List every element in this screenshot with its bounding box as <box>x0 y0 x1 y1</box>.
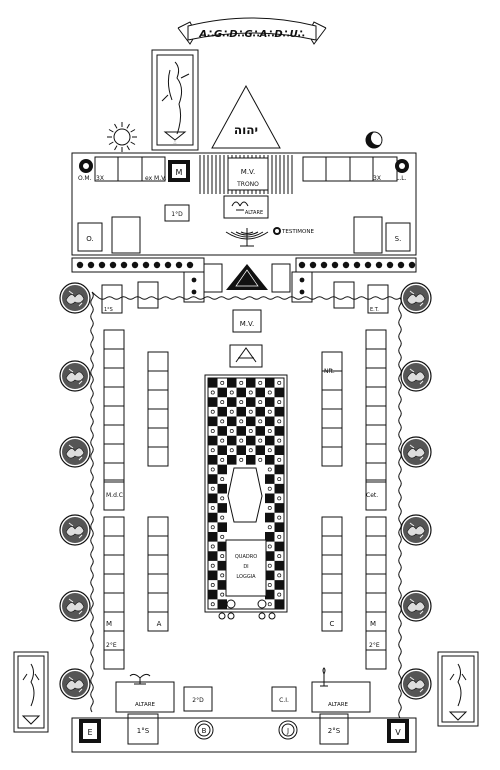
second-deacon-label: 2°D <box>192 697 204 704</box>
banner: A∴G∴D∴G∴A∴D∴U∴ <box>177 17 327 45</box>
left-west-plaque <box>13 651 49 733</box>
corner-e-label: E <box>87 728 92 737</box>
right-upper-label: Nft. <box>324 368 335 375</box>
testimone-label: TESTIMONE <box>281 229 314 235</box>
moon-icon <box>365 131 385 149</box>
secretary-label: S. <box>395 235 402 243</box>
steps <box>71 257 417 303</box>
tracing-board-line1: QUADRO <box>235 554 257 560</box>
second-warden-label: 2°S <box>328 727 341 735</box>
right-west-plaque <box>437 651 479 727</box>
col-a-label: A <box>157 620 162 628</box>
menorah-icon <box>225 228 269 247</box>
tracing-board-line3: LOGGIA <box>236 574 256 580</box>
mv-seat-label: M.V. <box>240 320 254 328</box>
banner-text: A∴G∴D∴G∴A∴D∴U∴ <box>198 29 304 40</box>
throne-abbr: M.V. <box>241 168 255 176</box>
corner-v-label: V <box>395 728 401 737</box>
west-area: ALTARE 1°S 2°D B C.I. J ALTARE 2°S E V <box>71 667 417 753</box>
tracing-board-line2: DI <box>243 564 248 570</box>
copritore-label: C.I. <box>279 697 289 704</box>
svg-text:∴: ∴ <box>173 140 176 146</box>
mosaic-pavement: QUADRO DI LOGGIA <box>204 374 288 620</box>
left-altar-label: ALTARE <box>135 702 156 708</box>
zodiac-medallions <box>59 282 432 700</box>
right-altar-label: ALTARE <box>328 702 349 708</box>
left-3x-mark: 3X <box>96 175 104 182</box>
ll-mark: L.L. <box>396 175 407 182</box>
tetragrammaton-text: יהוה <box>234 123 258 137</box>
right-3x-mark: 3X <box>373 175 381 182</box>
left-mid-label: M.d.C. <box>106 492 125 499</box>
past-master-mark: O.M. <box>78 175 92 182</box>
right-mid-label: Cet. <box>366 492 378 499</box>
pillar-b-label: B <box>202 727 207 735</box>
bench-rows <box>103 329 387 670</box>
first-warden-label: 1°S <box>137 727 150 735</box>
right-top-seat-label: E.T. <box>370 307 379 313</box>
col-c-label: C <box>330 620 335 628</box>
left-top-seat-label: 1°S <box>104 307 113 313</box>
delta-triangle: יהוה <box>211 84 281 149</box>
pillar-j-label: J <box>286 727 289 735</box>
square-compass-icon <box>229 344 263 368</box>
right-m-label: M <box>370 620 376 628</box>
hermes-plaque: ∴ <box>151 49 199 151</box>
first-deacon-label: 1°D <box>171 211 183 218</box>
chair-m-label: M <box>176 168 183 177</box>
left-m-label: M <box>106 620 112 628</box>
right-2e-label: 2°E <box>369 642 380 649</box>
orator-label: O. <box>86 235 93 243</box>
sun-icon <box>107 122 137 152</box>
eastern-platform: O.M. 3X ex M.V. 3X L.L. M M.V. TRONO ALT… <box>71 152 417 256</box>
altar-label: ALTARE <box>245 210 263 216</box>
left-2e-label: 2°E <box>106 642 117 649</box>
ex-mv-mark: ex M.V. <box>145 175 166 182</box>
throne-label: TRONO <box>236 181 259 188</box>
